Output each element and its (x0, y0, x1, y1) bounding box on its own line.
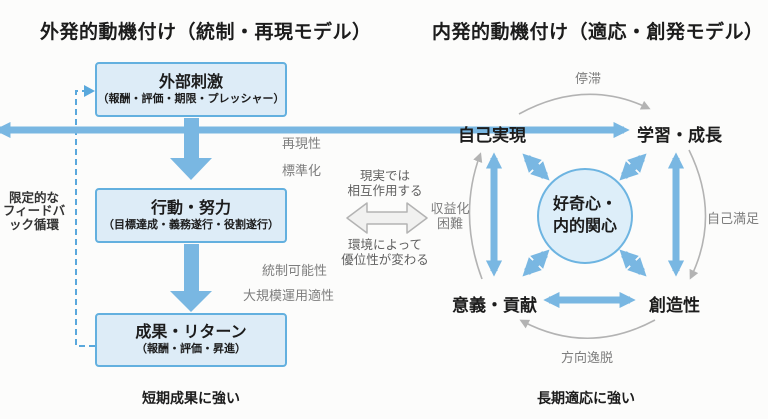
right-panel-title: 内発的動機付け（適応・創発モデル） (432, 22, 764, 43)
flow-box-title: 成果・リターン (135, 324, 247, 342)
left-panel-title: 外発的動機付け（統制・再現モデル） (40, 22, 372, 43)
down-arrow-icon (170, 244, 212, 312)
flow-box-title: 行動・努力 (150, 199, 231, 217)
node-learning-growth: 学習・成長 (637, 126, 722, 145)
flow-box-subtitle: （報酬・評価・昇進） (136, 343, 246, 356)
trait-label-reproducibility: 再現性 (282, 136, 322, 151)
trait-label-standardization: 標準化 (282, 163, 322, 178)
double-arrow-icon (619, 153, 647, 181)
flow-box-subtitle: （目標達成・義務遂行・役割遂行） (103, 218, 279, 231)
risk-label-monetization-difficulty: 収益化 困難 (430, 201, 470, 231)
cycle-arc-left-icon (468, 152, 483, 280)
cycle-arc-top-icon (518, 93, 651, 115)
cycle-arc-right-icon (688, 149, 707, 280)
node-meaning-contribution: 意義・貢献 (452, 296, 537, 315)
double-arrow-icon (619, 249, 647, 277)
flow-box-title: 外部刺激 (158, 73, 223, 91)
risk-label-self-satisfaction: 自己満足 (707, 211, 760, 226)
center-note-bottom: 環境によって 優位性が変わる (341, 238, 429, 267)
double-arrow-icon (522, 249, 550, 277)
interaction-double-arrow-icon (346, 202, 428, 234)
trait-label-scalability: 大規模運用適性 (243, 288, 335, 303)
flow-box-subtitle: （報酬・評価・期限・プレッシャー） (97, 92, 285, 105)
left-caption: 短期成果に強い (142, 390, 240, 406)
flow-box-action-effort: 行動・努力 （目標達成・義務遂行・役割遂行） (95, 188, 287, 243)
node-creativity: 創造性 (649, 296, 700, 315)
risk-label-direction-drift: 方向逸脱 (561, 350, 614, 365)
center-note-top: 現実では 相互作用する (347, 169, 423, 198)
cycle-arc-bottom-icon (519, 319, 656, 339)
flow-box-external-stimulus: 外部刺激 （報酬・評価・期限・プレッシャー） (95, 62, 287, 117)
node-self-actualization: 自己実現 (458, 126, 526, 145)
hub-curiosity-circle: 好奇心・ 内的関心 (537, 168, 633, 264)
flow-box-results-return: 成果・リターン （報酬・評価・昇進） (95, 313, 287, 367)
feedback-loop-label: 限定的な フィードバ ック循環 (2, 191, 66, 232)
feedback-arrowhead-icon (84, 85, 95, 97)
double-arrow-icon (522, 153, 550, 181)
down-arrow-icon (170, 118, 212, 180)
right-caption: 長期適応に強い (537, 390, 635, 406)
risk-label-stagnation: 停滞 (574, 71, 601, 86)
trait-label-controllability: 統制可能性 (262, 263, 328, 278)
